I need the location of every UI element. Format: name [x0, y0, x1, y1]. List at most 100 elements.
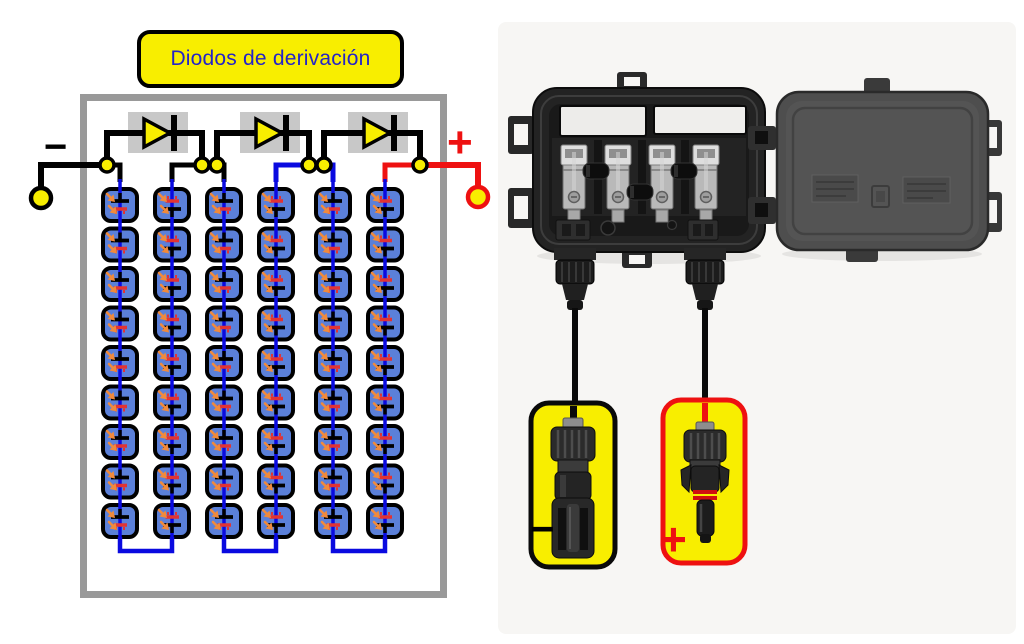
- light-arrow-head: [159, 510, 167, 518]
- mc4-male-connector: [680, 403, 730, 543]
- cell-symbol: [370, 429, 394, 454]
- lid-groove: [791, 106, 974, 236]
- light-arrow-head: [265, 404, 273, 412]
- cell-symbol: [318, 350, 342, 372]
- cell-symbol: [209, 429, 233, 451]
- wire: [382, 162, 420, 182]
- cell-symbol: [209, 469, 233, 491]
- cell-symbol: [105, 311, 129, 333]
- cell-symbol: [209, 192, 233, 214]
- cell-symbol: [157, 271, 181, 296]
- wire: [420, 162, 481, 191]
- cell-symbol: [209, 271, 233, 293]
- light-arrow-head: [374, 285, 382, 293]
- bypass-diode-component: [582, 162, 610, 180]
- cell-symbol: [370, 192, 394, 217]
- cell-symbol: [157, 350, 181, 375]
- light-arrow-head: [263, 431, 271, 439]
- light-arrow-head: [265, 364, 273, 372]
- light-arrow-head: [372, 471, 380, 479]
- light-arrow-head: [211, 273, 219, 281]
- cell-symbol: [261, 350, 285, 375]
- cell-symbol: [157, 469, 181, 494]
- bypass-diode-symbol: [126, 112, 188, 153]
- junction-dot: [411, 156, 429, 174]
- light-arrow-head: [159, 234, 167, 242]
- light-arrow-head: [265, 522, 273, 530]
- light-arrow-head: [320, 392, 328, 400]
- cell-symbol: [370, 271, 394, 296]
- terminal-clip: [604, 144, 632, 223]
- light-arrow-head: [107, 194, 115, 202]
- light-arrow-head: [374, 325, 382, 333]
- light-arrow-head: [265, 285, 273, 293]
- positive-terminal-label: +: [447, 118, 473, 167]
- light-arrow-head: [263, 273, 271, 281]
- cell-symbol: [157, 390, 181, 415]
- box-rim: [540, 95, 758, 245]
- bypass-diode-component: [670, 162, 698, 180]
- port-hole: [576, 224, 585, 236]
- positive-connector-label: +: [660, 513, 687, 565]
- light-arrow-head: [211, 431, 219, 439]
- wire: [221, 537, 279, 554]
- junction-dot: [315, 156, 333, 174]
- light-arrow-head: [107, 234, 115, 242]
- cell-symbol: [370, 232, 394, 257]
- cell-symbol: [370, 350, 394, 375]
- light-arrow-head: [374, 404, 382, 412]
- bypass-diode-components: [582, 162, 698, 201]
- light-arrow-head: [265, 246, 273, 254]
- light-arrow-head: [109, 483, 117, 491]
- cell-symbol: [261, 390, 285, 415]
- negative-connector-label: −: [530, 505, 555, 552]
- ribbon-slot: [653, 105, 747, 135]
- port-hole: [562, 224, 571, 236]
- cell-symbol: [318, 311, 342, 333]
- light-arrow-head: [161, 206, 169, 214]
- light-arrow-head: [211, 234, 219, 242]
- light-arrow-head: [372, 194, 380, 202]
- light-arrow-head: [213, 483, 221, 491]
- terminal-clip: [648, 144, 676, 223]
- mounting-tab: [508, 72, 652, 268]
- terminal-block: [560, 144, 720, 223]
- light-arrow-head: [213, 522, 221, 530]
- junction-dot: [98, 156, 116, 174]
- light-arrow-head: [109, 325, 117, 333]
- light-arrow-head: [320, 471, 328, 479]
- light-arrow-head: [263, 510, 271, 518]
- light-arrow-head: [263, 471, 271, 479]
- cell-symbol: [105, 429, 129, 451]
- light-arrow-head: [161, 364, 169, 372]
- bypass-diode-component: [626, 183, 654, 201]
- light-arrow-head: [159, 194, 167, 202]
- lid-face: [786, 101, 979, 241]
- ribbon-slot: [559, 105, 647, 137]
- cell-symbol: [318, 271, 342, 293]
- light-arrow-head: [161, 483, 169, 491]
- light-arrow-head: [320, 234, 328, 242]
- light-arrow-head: [213, 325, 221, 333]
- light-arrow-head: [372, 234, 380, 242]
- bypass-diodes-title-text: Diodos de derivación: [170, 47, 371, 70]
- junction-box-photo-area: [498, 22, 1016, 634]
- hinge-clips: [748, 126, 776, 224]
- cell-symbol: [157, 192, 181, 217]
- positive-terminal: [465, 184, 491, 210]
- light-arrow-head: [161, 325, 169, 333]
- cell-symbol: [261, 469, 285, 494]
- cell-symbol: [318, 390, 342, 412]
- light-arrow-head: [320, 431, 328, 439]
- wire: [117, 537, 175, 554]
- screw-boss: [600, 220, 616, 236]
- embossed-text-marks: [816, 181, 854, 197]
- light-arrow-head: [161, 404, 169, 412]
- cell-symbol: [105, 390, 129, 412]
- wire: [38, 162, 107, 192]
- light-arrow-head: [372, 431, 380, 439]
- mc4-female-connector: [550, 406, 596, 559]
- light-arrow-head: [322, 404, 330, 412]
- light-arrow-head: [372, 313, 380, 321]
- negative-connector-callout: [528, 400, 618, 570]
